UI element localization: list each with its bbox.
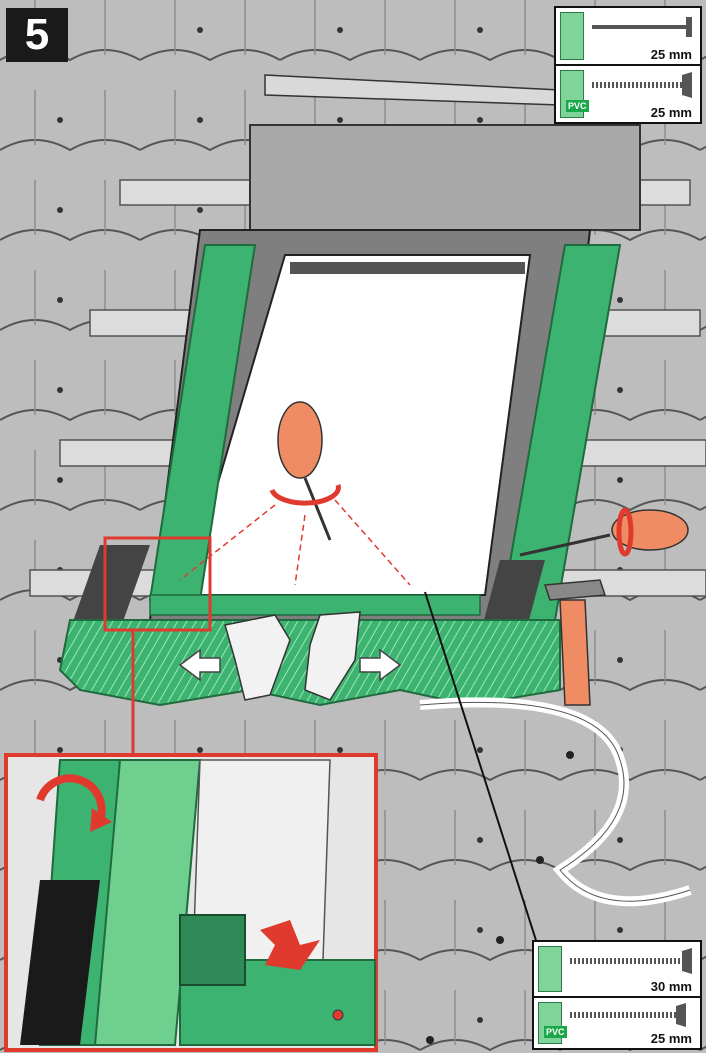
spec-screw-pvc-25-bottom: PVC 25 mm bbox=[532, 996, 702, 1050]
screw-length-label: 30 mm bbox=[651, 979, 692, 994]
pvc-tag: PVC bbox=[566, 100, 589, 112]
nail-length-label: 25 mm bbox=[651, 47, 692, 62]
zoom-inset bbox=[6, 755, 376, 1050]
screw-length-label: 25 mm bbox=[651, 1031, 692, 1046]
top-flashing bbox=[250, 125, 640, 230]
screw-length-label: 25 mm bbox=[651, 105, 692, 120]
wood-sample-icon bbox=[560, 12, 584, 60]
screw-icon bbox=[564, 946, 698, 976]
nail-icon bbox=[586, 12, 698, 42]
wood-sample-icon bbox=[538, 946, 562, 992]
spec-screw-pvc-25: PVC 25 mm bbox=[554, 64, 702, 124]
spec-nail-25: 25 mm bbox=[554, 6, 702, 66]
step-number-badge: 5 bbox=[6, 8, 68, 62]
ventilation-bar bbox=[290, 262, 525, 274]
screw-icon bbox=[564, 1002, 698, 1028]
spec-screw-30: 30 mm bbox=[532, 940, 702, 998]
screw-icon bbox=[586, 70, 698, 100]
